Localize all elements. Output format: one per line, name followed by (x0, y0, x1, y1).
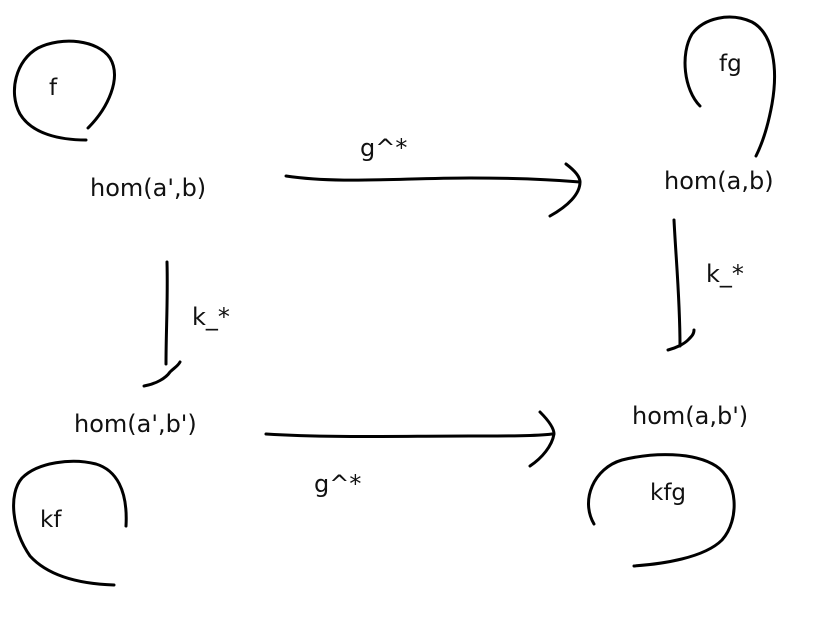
arrow-bottom-shaft (264, 432, 554, 438)
arrow-right-head (666, 328, 696, 352)
element-label-top-right: fg (719, 51, 742, 77)
element-loop-top-right (683, 15, 776, 158)
arrow-label-bottom: g^* (314, 470, 362, 498)
element-loop-bottom-left (12, 459, 128, 587)
node-bottom-left: hom(a',b') (74, 410, 197, 438)
arrow-left-head (142, 360, 182, 388)
node-bottom-right: hom(a,b') (632, 402, 749, 430)
arrow-right-shaft (672, 218, 682, 348)
arrow-top-head (548, 162, 582, 218)
element-label-bottom-left: kf (40, 507, 62, 533)
element-label-bottom-right: kfg (650, 480, 687, 506)
arrow-label-left: k_* (192, 303, 230, 331)
element-label-top-left: f (49, 75, 58, 101)
node-top-right: hom(a,b) (664, 167, 774, 195)
arrow-left-shaft (164, 260, 169, 366)
element-loop-bottom-right (587, 453, 736, 568)
arrow-bottom-head (528, 410, 556, 468)
arrow-top-shaft (284, 174, 582, 184)
element-loop-top-left (12, 39, 116, 142)
arrow-label-right: k_* (706, 260, 744, 288)
arrow-label-top: g^* (360, 134, 408, 162)
node-top-left: hom(a',b) (90, 174, 207, 202)
